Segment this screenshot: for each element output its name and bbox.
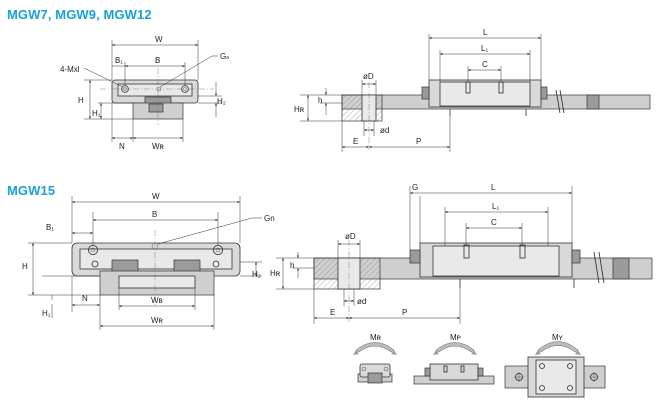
mount-hole-left-15 (88, 244, 99, 255)
label-L1-15: L₁ (492, 202, 499, 211)
label-HR-15: Hʀ (270, 269, 281, 278)
label-MY: Mʏ (552, 333, 564, 342)
label-B: B (155, 56, 160, 65)
label-E-15: E (330, 308, 335, 317)
mgw15-side-view: L G L₁ C øD Hʀ h ød E P (270, 183, 653, 324)
label-L-15: L (491, 183, 496, 192)
label-WR: Wʀ (152, 142, 165, 151)
label-H1-15: H₁ (42, 309, 51, 318)
moment-pitch-diagram: Mᴘ (413, 333, 495, 385)
moment-yaw-diagram: Mʏ (504, 333, 606, 398)
label-B1: B₁ (115, 56, 123, 65)
title-mgw7-9-12: MGW7, MGW9, MGW12 (7, 7, 152, 22)
label-phid-top: ød (380, 126, 389, 135)
label-P-top: P (416, 137, 421, 146)
label-E-top: E (353, 137, 358, 146)
label-HR-top: Hʀ (294, 105, 305, 114)
mgw15-end-view: W B B₁ Gn H H₁ H₂ N Wʙ Wʀ (22, 192, 275, 330)
label-MR: Mʀ (370, 333, 382, 342)
label-B-15: B (152, 210, 157, 219)
label-H: H (78, 96, 84, 105)
label-H1: H₁ (92, 109, 101, 118)
mount-hole-left (121, 85, 129, 93)
label-phiD-15: øD (345, 232, 356, 241)
label-W-15: W (152, 192, 160, 201)
label-MP: Mᴘ (450, 333, 461, 342)
label-4-Mxl: 4-Mxl (60, 65, 80, 74)
label-B1-15: B₁ (46, 223, 54, 232)
mgw12-end-view: W B B₁ Gₙ 4-Mxl H H₁ H₂ N Wʀ (60, 35, 229, 151)
label-H2: H₂ (217, 97, 226, 106)
label-phiD-top: øD (363, 72, 374, 81)
label-H2-15: H₂ (252, 270, 261, 279)
moment-roll-diagram: Mʀ (353, 333, 397, 384)
label-Gn: Gₙ (220, 52, 229, 61)
label-H-15: H (22, 262, 28, 271)
label-phid-15: ød (357, 297, 366, 306)
label-L-top: L (483, 28, 488, 37)
label-G-15: G (412, 183, 418, 192)
label-WB-15: Wʙ (151, 296, 163, 305)
mount-hole-right-15 (212, 244, 223, 255)
label-W: W (155, 35, 163, 44)
label-N-15: N (82, 294, 88, 303)
label-P-15: P (402, 308, 407, 317)
label-C-15: C (491, 218, 497, 227)
label-C-top: C (482, 60, 488, 69)
label-h-top: h (318, 96, 322, 105)
label-WR-15: Wʀ (151, 316, 164, 325)
label-N: N (119, 142, 125, 151)
title-mgw15: MGW15 (7, 183, 56, 198)
label-L1-top: L₁ (481, 44, 488, 53)
mgw12-side-view: L L₁ C øD Hʀ h ød E P (294, 28, 651, 152)
label-h-15: h (290, 261, 294, 270)
label-Gn-15: Gn (264, 214, 275, 223)
